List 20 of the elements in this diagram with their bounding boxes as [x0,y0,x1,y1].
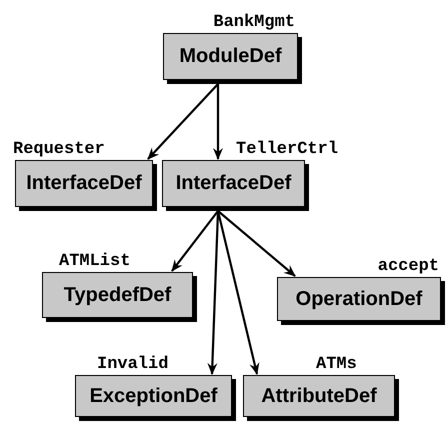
arrow [217,210,296,277]
arrow [207,210,220,375]
arrow [147,83,219,160]
arrow [213,84,223,160]
class-name: InterfaceDef [176,172,292,195]
class-name: ModuleDef [179,45,282,68]
instance-name: TellerCtrl [236,141,338,158]
instance-name: ATMs [316,356,357,373]
instance-name: accept [378,258,439,275]
class-name: TypedefDef [64,284,172,306]
arrow [171,210,219,272]
class-name: AttributeDef [261,384,377,408]
class-name: OperationDef [296,288,422,310]
class-name: ExceptionDef [90,384,218,408]
instance-name: Requester [13,141,105,158]
arrow [216,210,260,375]
class-name: InterfaceDef [26,172,142,195]
instance-name: ATMList [59,253,130,270]
instance-name: BankMgmt [213,14,295,31]
instance-name: Invalid [97,356,168,373]
